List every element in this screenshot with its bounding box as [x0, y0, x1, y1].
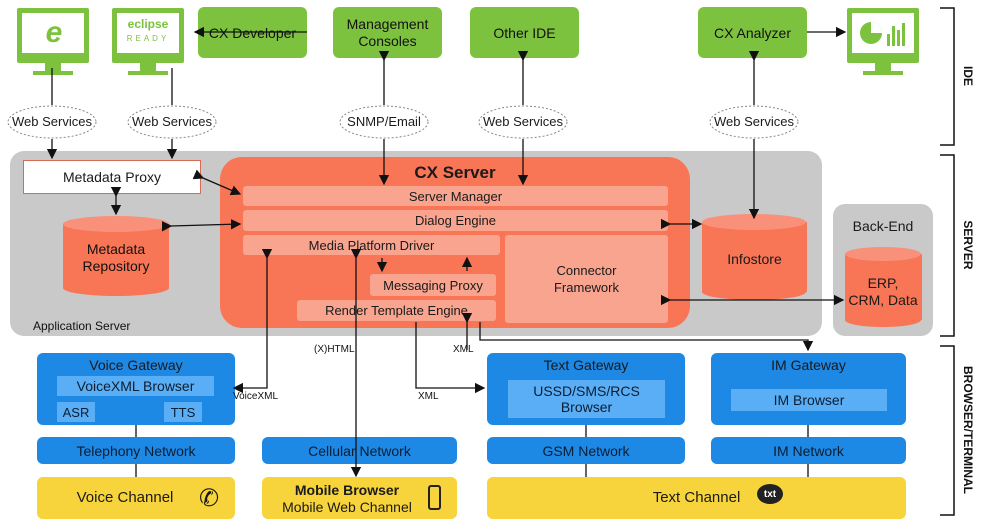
- mobile-channel-title: Mobile Browser: [294, 482, 400, 498]
- mobile-channel: [262, 477, 457, 519]
- im-gateway-title: IM Gateway: [771, 357, 846, 373]
- edge-label-xml2: XML: [418, 391, 439, 402]
- backend-db: ERP, CRM, Data: [848, 275, 918, 308]
- server-manager: Server Manager: [243, 186, 668, 206]
- phone-icon: ✆: [198, 484, 220, 512]
- side-label-browser: BROWSER/TERMINAL: [961, 366, 975, 494]
- tts-box: TTS: [164, 402, 202, 422]
- mobile-icon: [428, 485, 441, 510]
- edge-label-voicexml: VoiceXML: [233, 391, 279, 402]
- text-gateway-title: Text Gateway: [543, 357, 629, 373]
- messaging-proxy: Messaging Proxy: [370, 274, 496, 296]
- cloud-label-ws1: Web Services: [12, 114, 92, 129]
- chart-glyph: [860, 22, 905, 46]
- text-channel-label: Text Channel: [652, 489, 741, 506]
- ussd-browser: USSD/SMS/RCS Browser: [508, 380, 665, 418]
- cloud-label-ws4: Web Services: [714, 114, 794, 129]
- gsm-network: GSM Network: [487, 437, 685, 464]
- asr-box: ASR: [57, 402, 95, 422]
- eclipse-text: eclipse: [127, 17, 169, 31]
- voice-channel: [37, 477, 235, 519]
- edge-label-xml1: XML: [453, 344, 474, 355]
- management-consoles-box: Management Consoles: [333, 7, 442, 58]
- ie-monitor-icon: e: [17, 8, 89, 75]
- cloud-label-snmp: SNMP/Email: [347, 114, 421, 129]
- connector-framework: Connector Framework: [505, 235, 668, 323]
- im-browser: IM Browser: [731, 389, 887, 411]
- media-platform-driver: Media Platform Driver: [243, 235, 500, 255]
- dialog-engine: Dialog Engine: [243, 210, 668, 231]
- other-ide-box: Other IDE: [470, 7, 579, 58]
- infostore: Infostore: [727, 251, 782, 267]
- cx-analyzer-box: CX Analyzer: [698, 7, 807, 58]
- ready-text: READY: [126, 34, 170, 43]
- telephony-network: Telephony Network: [37, 437, 235, 464]
- metadata-repository: Metadata Repository: [82, 241, 150, 274]
- edge-label-xhtml: (X)HTML: [314, 344, 355, 355]
- im-network: IM Network: [711, 437, 906, 464]
- voice-gateway-title: Voice Gateway: [89, 357, 183, 373]
- eclipse-monitor-icon: eclipse READY: [112, 8, 184, 75]
- voicexml-browser: VoiceXML Browser: [57, 376, 214, 396]
- side-label-ide: IDE: [961, 65, 975, 86]
- backend-title: Back-End: [852, 218, 914, 234]
- cloud-label-ws3: Web Services: [483, 114, 563, 129]
- analyzer-monitor-icon: [847, 8, 919, 75]
- side-label-server: SERVER: [961, 220, 975, 270]
- application-server-label: Application Server: [33, 319, 131, 333]
- voice-channel-label: Voice Channel: [76, 489, 174, 506]
- database-icon: [845, 247, 922, 327]
- cx-server-title: CX Server: [414, 163, 496, 182]
- cloud-label-ws2: Web Services: [132, 114, 212, 129]
- text-channel: [487, 477, 906, 519]
- database-icon: [63, 216, 169, 296]
- txt-icon: txt: [757, 484, 783, 504]
- mobile-channel-sub: Mobile Web Channel: [282, 499, 412, 515]
